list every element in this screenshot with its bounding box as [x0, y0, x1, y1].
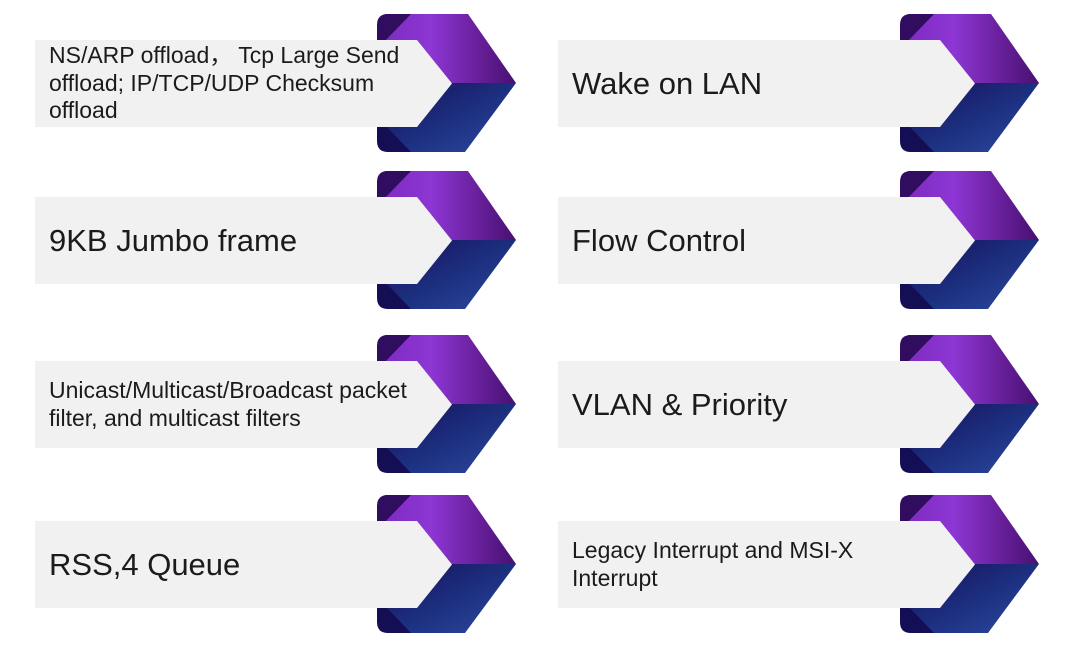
feature-item-wake-on-lan: Wake on LAN [558, 12, 1050, 154]
arrow-bottom-fold [900, 443, 934, 473]
feature-item-offload: NS/ARP offload， Tcp Large Send offload; … [35, 12, 527, 154]
feature-item-packet-filter: Unicast/Multicast/Broadcast packet filte… [35, 333, 527, 475]
arrow-bottom-fold [900, 122, 934, 152]
feature-label: Legacy Interrupt and MSI-X Interrupt [572, 536, 854, 591]
arrow-top-fold [377, 335, 411, 365]
arrow-bottom-fold [377, 443, 411, 473]
feature-label: 9KB Jumbo frame [49, 222, 298, 258]
feature-item-flow-control: Flow Control [558, 169, 1050, 311]
arrow-bottom-fold [377, 122, 411, 152]
feature-label: VLAN & Priority [572, 386, 788, 422]
feature-label-bar: VLAN & Priority [558, 361, 975, 448]
arrow-top-fold [900, 14, 934, 44]
feature-item-interrupts: Legacy Interrupt and MSI-X Interrupt [558, 493, 1050, 635]
feature-label-bar: RSS,4 Queue [35, 521, 452, 608]
feature-label: NS/ARP offload， Tcp Large Send offload; … [49, 42, 400, 124]
feature-label-bar: Unicast/Multicast/Broadcast packet filte… [35, 361, 452, 448]
feature-label-bar: 9KB Jumbo frame [35, 197, 452, 284]
feature-label-bar: Flow Control [558, 197, 975, 284]
arrow-top-fold [900, 171, 934, 201]
arrow-bottom-fold [900, 603, 934, 633]
feature-label: Unicast/Multicast/Broadcast packet filte… [49, 376, 407, 431]
arrow-bottom-fold [377, 603, 411, 633]
feature-label: RSS,4 Queue [49, 546, 241, 582]
feature-label: Flow Control [572, 222, 746, 258]
feature-item-rss-queue: RSS,4 Queue [35, 493, 527, 635]
feature-label: Wake on LAN [572, 65, 763, 101]
arrow-bottom-fold [377, 279, 411, 309]
arrow-top-fold [377, 495, 411, 525]
arrow-top-fold [377, 171, 411, 201]
feature-item-jumbo-frame: 9KB Jumbo frame [35, 169, 527, 311]
arrow-top-fold [900, 335, 934, 365]
arrow-bottom-fold [900, 279, 934, 309]
arrow-top-fold [900, 495, 934, 525]
feature-label-bar: Legacy Interrupt and MSI-X Interrupt [558, 521, 975, 608]
feature-item-vlan-priority: VLAN & Priority [558, 333, 1050, 475]
feature-label-bar: NS/ARP offload， Tcp Large Send offload; … [35, 40, 452, 127]
arrow-top-fold [377, 14, 411, 44]
feature-label-bar: Wake on LAN [558, 40, 975, 127]
